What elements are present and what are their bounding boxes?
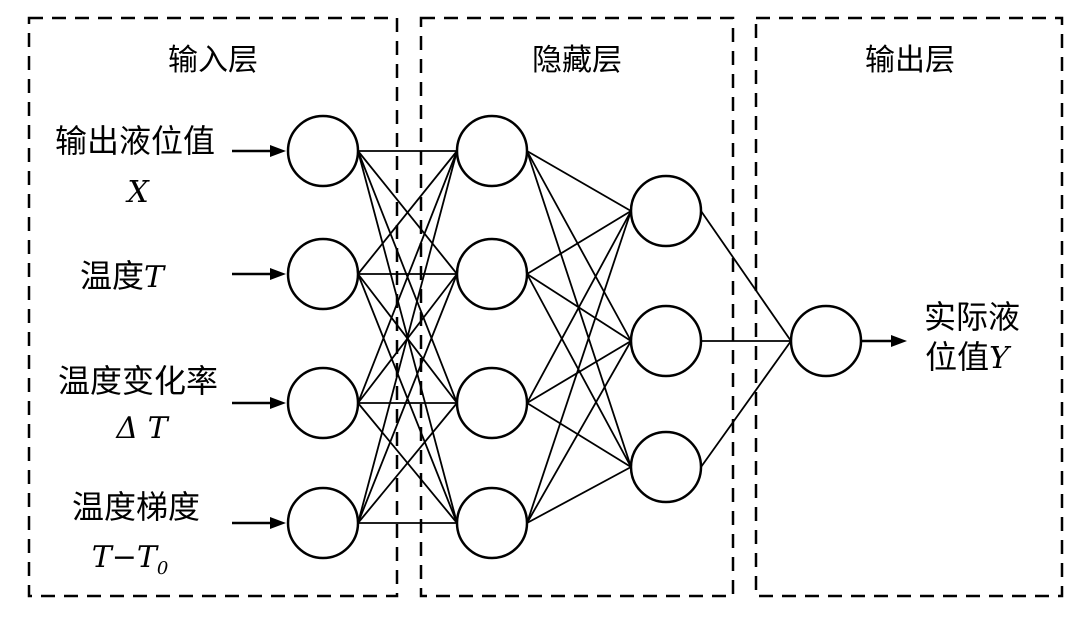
arrow-right-icon [270,145,286,157]
connection-line [357,273,458,524]
input-symbol-temp-gradient-sub: 0 [157,558,168,579]
connection-line [357,402,458,524]
output-symbol: Y [989,341,1012,376]
connection-line [526,150,632,212]
input-neuron [286,114,360,188]
connection-line [357,150,458,404]
input-neuron [286,237,360,311]
hidden2-neuron [629,174,703,248]
connections [357,150,792,524]
input-label-temp-gradient: 温度梯度 [72,488,200,526]
output-layer-title: 输出层 [865,43,955,78]
input-label-temperature-name: 温度 [80,257,144,295]
connection-line [526,466,632,524]
connection-line [526,210,632,404]
input-layer-frame [27,16,399,598]
connection-line [526,273,632,468]
connection-line [526,402,632,468]
input-symbol-level: X [125,175,150,210]
input-neuron [286,486,360,560]
input-label-temp-rate: 温度变化率 [58,362,218,400]
connection-line [526,210,632,524]
input-arrows [232,145,286,529]
input-symbol-temperature: T [144,260,166,295]
hidden-layer-title: 隐藏层 [532,43,622,78]
hidden-layer-frame [419,16,735,598]
connection-line [526,210,632,275]
connection-line [700,340,792,468]
hidden2-neuron [629,304,703,378]
connection-line [526,150,632,342]
arrow-right-icon [270,268,286,280]
output-label-line2: 位值Y [925,338,1012,376]
input-neuron [286,366,360,440]
hidden1-neuron [455,114,529,188]
input-symbol-temp-rate: Δ T [115,411,169,446]
hidden1-neuron [455,366,529,440]
input-layer-title: 输入层 [168,43,258,78]
output-arrow [861,335,907,347]
arrow-right-icon [270,517,286,529]
output-label-name: 位值 [925,338,989,376]
arrow-right-icon [891,335,907,347]
connection-line [526,150,632,468]
input-symbol-temp-gradient-main: T−T [92,540,159,575]
output-layer-frame [754,16,1064,598]
input-label-level: 输出液位值 [55,122,215,160]
connection-line [526,340,632,524]
output-label-line1: 实际液 [924,298,1020,336]
arrow-right-icon [270,397,286,409]
output-neuron [789,304,863,378]
neurons [286,114,863,560]
connection-line [700,210,792,342]
input-label-temperature: 温度T [80,257,166,295]
hidden1-neuron [455,237,529,311]
connection-line [526,340,632,404]
hidden1-neuron [455,486,529,560]
connection-line [357,150,458,275]
input-symbol-temp-gradient: T−T0 [92,540,169,579]
hidden2-neuron [629,430,703,504]
connection-line [357,150,458,524]
